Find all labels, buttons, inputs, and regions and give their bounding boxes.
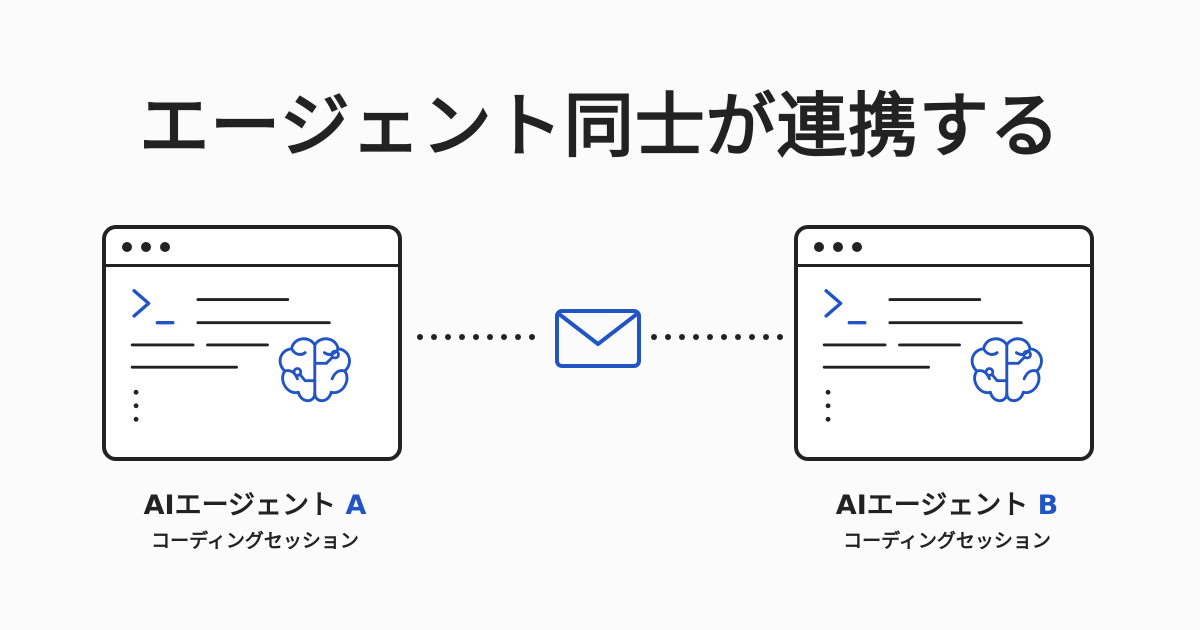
code-lines xyxy=(822,298,1023,369)
code-lines xyxy=(130,298,331,369)
brain-circuit-icon xyxy=(970,337,1043,403)
terminal-prompt-icon xyxy=(824,289,867,325)
window-titlebar xyxy=(798,229,1090,267)
window-dot-icon xyxy=(122,242,132,252)
agent-letter: B xyxy=(1037,490,1059,521)
window-content xyxy=(130,289,351,422)
window-dot-icon xyxy=(833,242,843,252)
window-dot-icon xyxy=(814,242,824,252)
agent-b-name: AIエージェント B xyxy=(787,488,1107,524)
window-content xyxy=(822,289,1043,422)
window-titlebar xyxy=(106,229,398,267)
vertical-ellipsis-icon xyxy=(825,389,831,422)
window-dot-icon xyxy=(160,242,170,252)
terminal-prompt-icon xyxy=(132,289,175,325)
agent-a-caption: AIエージェント A コーディングセッション xyxy=(95,488,415,556)
agent-b-subtitle: コーディングセッション xyxy=(843,530,1051,552)
window-dot-icon xyxy=(852,242,862,252)
agent-name-prefix: AIエージェント xyxy=(143,490,346,521)
window-dot-icon xyxy=(141,242,151,252)
agent-a-window xyxy=(102,225,402,461)
dotted-line-right xyxy=(651,334,783,340)
page-title: エージェント同士が連携する xyxy=(139,85,1061,167)
agent-name-prefix: AIエージェント xyxy=(835,490,1038,521)
brain-circuit-icon xyxy=(278,337,351,403)
vertical-ellipsis-icon xyxy=(133,389,139,422)
agent-a-name: AIエージェント A xyxy=(95,488,415,524)
envelope-icon xyxy=(555,309,641,368)
agent-letter: A xyxy=(345,490,367,521)
agent-b-caption: AIエージェント B コーディングセッション xyxy=(787,488,1107,556)
agent-a-subtitle: コーディングセッション xyxy=(151,530,359,552)
dotted-line-left xyxy=(417,334,535,340)
agent-b-window xyxy=(794,225,1094,461)
